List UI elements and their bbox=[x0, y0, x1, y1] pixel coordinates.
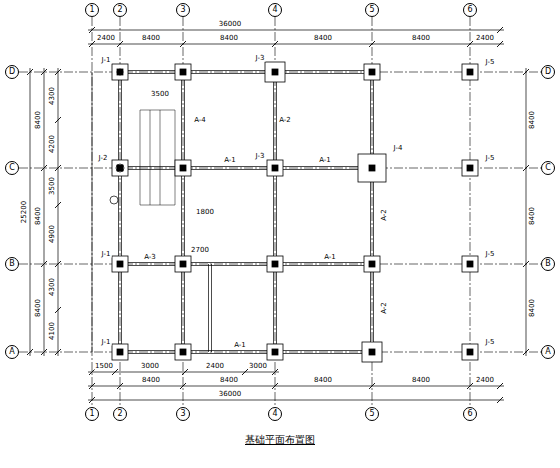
footing-label: J-3 bbox=[255, 153, 266, 160]
dimension-text: 4900 bbox=[49, 224, 56, 244]
axis-number: 4 bbox=[272, 410, 277, 418]
dimension-text: 2400 bbox=[475, 377, 495, 384]
beam-label: A-2 bbox=[278, 117, 292, 124]
axis-number: 4 bbox=[272, 6, 277, 14]
dimension-text: 1800 bbox=[195, 209, 215, 216]
dimension-text: 8400 bbox=[35, 298, 42, 318]
axis-number: B bbox=[545, 260, 551, 268]
axis-bubble: 5 bbox=[365, 3, 379, 17]
axis-bubble: 6 bbox=[463, 3, 477, 17]
dimension-text: 3000 bbox=[248, 363, 268, 370]
dimension-text: 4300 bbox=[49, 277, 56, 297]
axis-number: 1 bbox=[89, 6, 94, 14]
footing-label: J-1 bbox=[101, 251, 112, 258]
axis-number: 1 bbox=[89, 410, 94, 418]
dimension-text: 8400 bbox=[141, 377, 161, 384]
dimension-text: 2400 bbox=[205, 363, 225, 370]
beam-label: A-3 bbox=[143, 254, 157, 261]
dimension-text: 8400 bbox=[529, 110, 536, 130]
axis-number: D bbox=[9, 68, 15, 76]
axis-number: 6 bbox=[467, 410, 472, 418]
axis-number: 6 bbox=[467, 6, 472, 14]
dimension-text: 8400 bbox=[219, 377, 239, 384]
axis-bubble: C bbox=[5, 161, 19, 175]
dimension-text: 3500 bbox=[150, 91, 170, 98]
axis-bubble: 2 bbox=[113, 3, 127, 17]
axis-number: A bbox=[9, 348, 14, 356]
axis-bubble: 1 bbox=[85, 3, 99, 17]
axis-bubble: 4 bbox=[268, 407, 282, 421]
axis-bubble: A bbox=[5, 345, 19, 359]
dimension-text: 2400 bbox=[96, 35, 116, 42]
dimension-text: 3000 bbox=[140, 363, 160, 370]
axis-number: 3 bbox=[180, 6, 185, 14]
dimension-text: 8400 bbox=[529, 298, 536, 318]
axis-number: C bbox=[545, 164, 551, 172]
axis-number: A bbox=[545, 348, 550, 356]
dimension-text: 36000 bbox=[218, 21, 242, 28]
dimension-text: 8400 bbox=[529, 206, 536, 226]
beam-label: A-1 bbox=[323, 254, 337, 261]
axis-number: 2 bbox=[117, 410, 122, 418]
footing-label: J-5 bbox=[485, 251, 496, 258]
beam-label: A-4 bbox=[193, 117, 207, 124]
footing-label: J-5 bbox=[485, 339, 496, 346]
footing-label: J-5 bbox=[485, 59, 496, 66]
footing-label: J-4 bbox=[393, 145, 404, 152]
footing-label: J-3 bbox=[255, 55, 266, 62]
footing-label: J-2 bbox=[98, 155, 109, 162]
axis-bubble: 3 bbox=[176, 3, 190, 17]
footing-label: J-5 bbox=[485, 155, 496, 162]
axis-number: 2 bbox=[117, 6, 122, 14]
axis-bubble: 5 bbox=[365, 407, 379, 421]
axis-bubble: D bbox=[541, 65, 555, 79]
beam-label: A-2 bbox=[381, 208, 388, 222]
axis-number: D bbox=[545, 68, 551, 76]
dimension-text: 25200 bbox=[21, 200, 28, 224]
axis-line bbox=[92, 17, 93, 407]
axis-bubble: 1 bbox=[85, 407, 99, 421]
axis-number: B bbox=[9, 260, 15, 268]
dimension-text: 8400 bbox=[35, 206, 42, 226]
axis-bubble: D bbox=[5, 65, 19, 79]
footing-label: J-1 bbox=[101, 339, 112, 346]
dimension-text: 8400 bbox=[219, 35, 239, 42]
axis-bubble: 6 bbox=[463, 407, 477, 421]
beam-label: A-1 bbox=[233, 342, 247, 349]
dimension-text: 2700 bbox=[190, 247, 210, 254]
axis-bubble: A bbox=[541, 345, 555, 359]
beam-label: A-1 bbox=[223, 157, 237, 164]
axis-bubble: B bbox=[5, 257, 19, 271]
dimension-text: 8400 bbox=[141, 35, 161, 42]
axis-number: 5 bbox=[369, 410, 374, 418]
dimension-text: 4300 bbox=[49, 86, 56, 106]
beam-label: A-2 bbox=[381, 301, 388, 315]
drawing-title: 基础平面布置图 bbox=[245, 434, 315, 445]
axis-number: 3 bbox=[180, 410, 185, 418]
axis-bubble: 3 bbox=[176, 407, 190, 421]
dimension-text: 4200 bbox=[49, 134, 56, 154]
beam-label: A-1 bbox=[318, 157, 332, 164]
footing-label: J-1 bbox=[101, 57, 112, 64]
dimension-text: 8400 bbox=[411, 35, 431, 42]
dimension-text: 8400 bbox=[313, 35, 333, 42]
dimension-text: 2400 bbox=[475, 35, 495, 42]
axis-number: C bbox=[9, 164, 15, 172]
axis-bubble: 2 bbox=[113, 407, 127, 421]
dimension-text: 3500 bbox=[49, 176, 56, 196]
dimension-text: 1500 bbox=[94, 363, 114, 370]
dimension-text: 36000 bbox=[218, 391, 242, 398]
dimension-text: 8400 bbox=[35, 110, 42, 130]
dimension-text: 8400 bbox=[411, 377, 431, 384]
dimension-text: 4100 bbox=[49, 321, 56, 341]
axis-bubble: B bbox=[541, 257, 555, 271]
axis-bubble: 4 bbox=[268, 3, 282, 17]
axis-number: 5 bbox=[369, 6, 374, 14]
axis-bubble: C bbox=[541, 161, 555, 175]
dimension-text: 8400 bbox=[313, 377, 333, 384]
